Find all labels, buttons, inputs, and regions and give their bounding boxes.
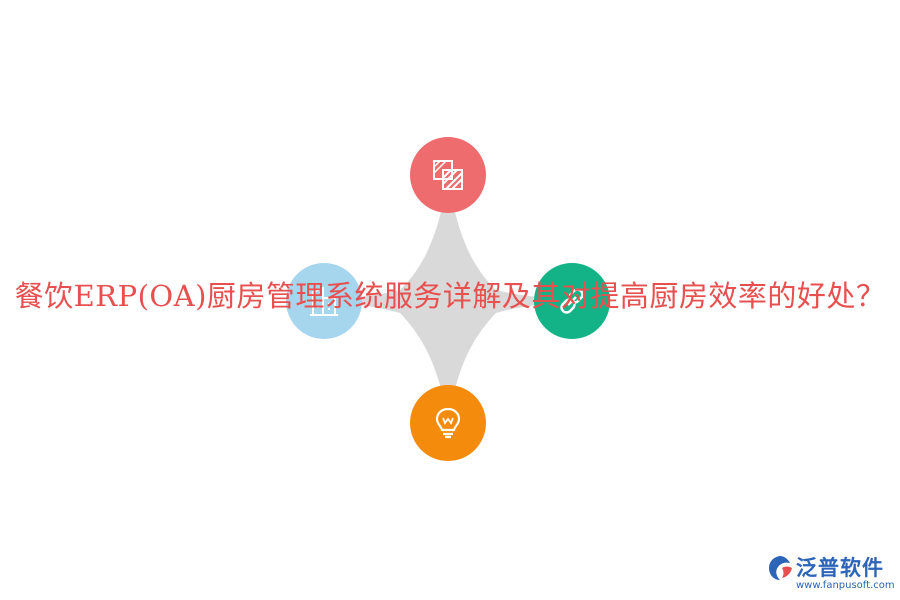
building-node	[286, 263, 362, 339]
link-node	[534, 263, 610, 339]
building-icon	[310, 286, 338, 316]
brand-url: www.fanpusoft.com	[796, 580, 895, 591]
link-icon	[560, 288, 584, 314]
lightbulb-icon	[435, 407, 461, 439]
page-title: 餐饮ERP(OA)厨房管理系统服务详解及其对提高厨房效率的好处？	[14, 279, 886, 313]
lightbulb-node	[410, 385, 486, 461]
brand-logo: 泛普软件 www.fanpusoft.com	[766, 552, 895, 596]
hatched-squares-icon	[433, 160, 463, 190]
hatched-squares-node	[410, 137, 486, 213]
brand-name: 泛普软件	[796, 556, 884, 580]
brand-logo-mark	[769, 556, 792, 580]
